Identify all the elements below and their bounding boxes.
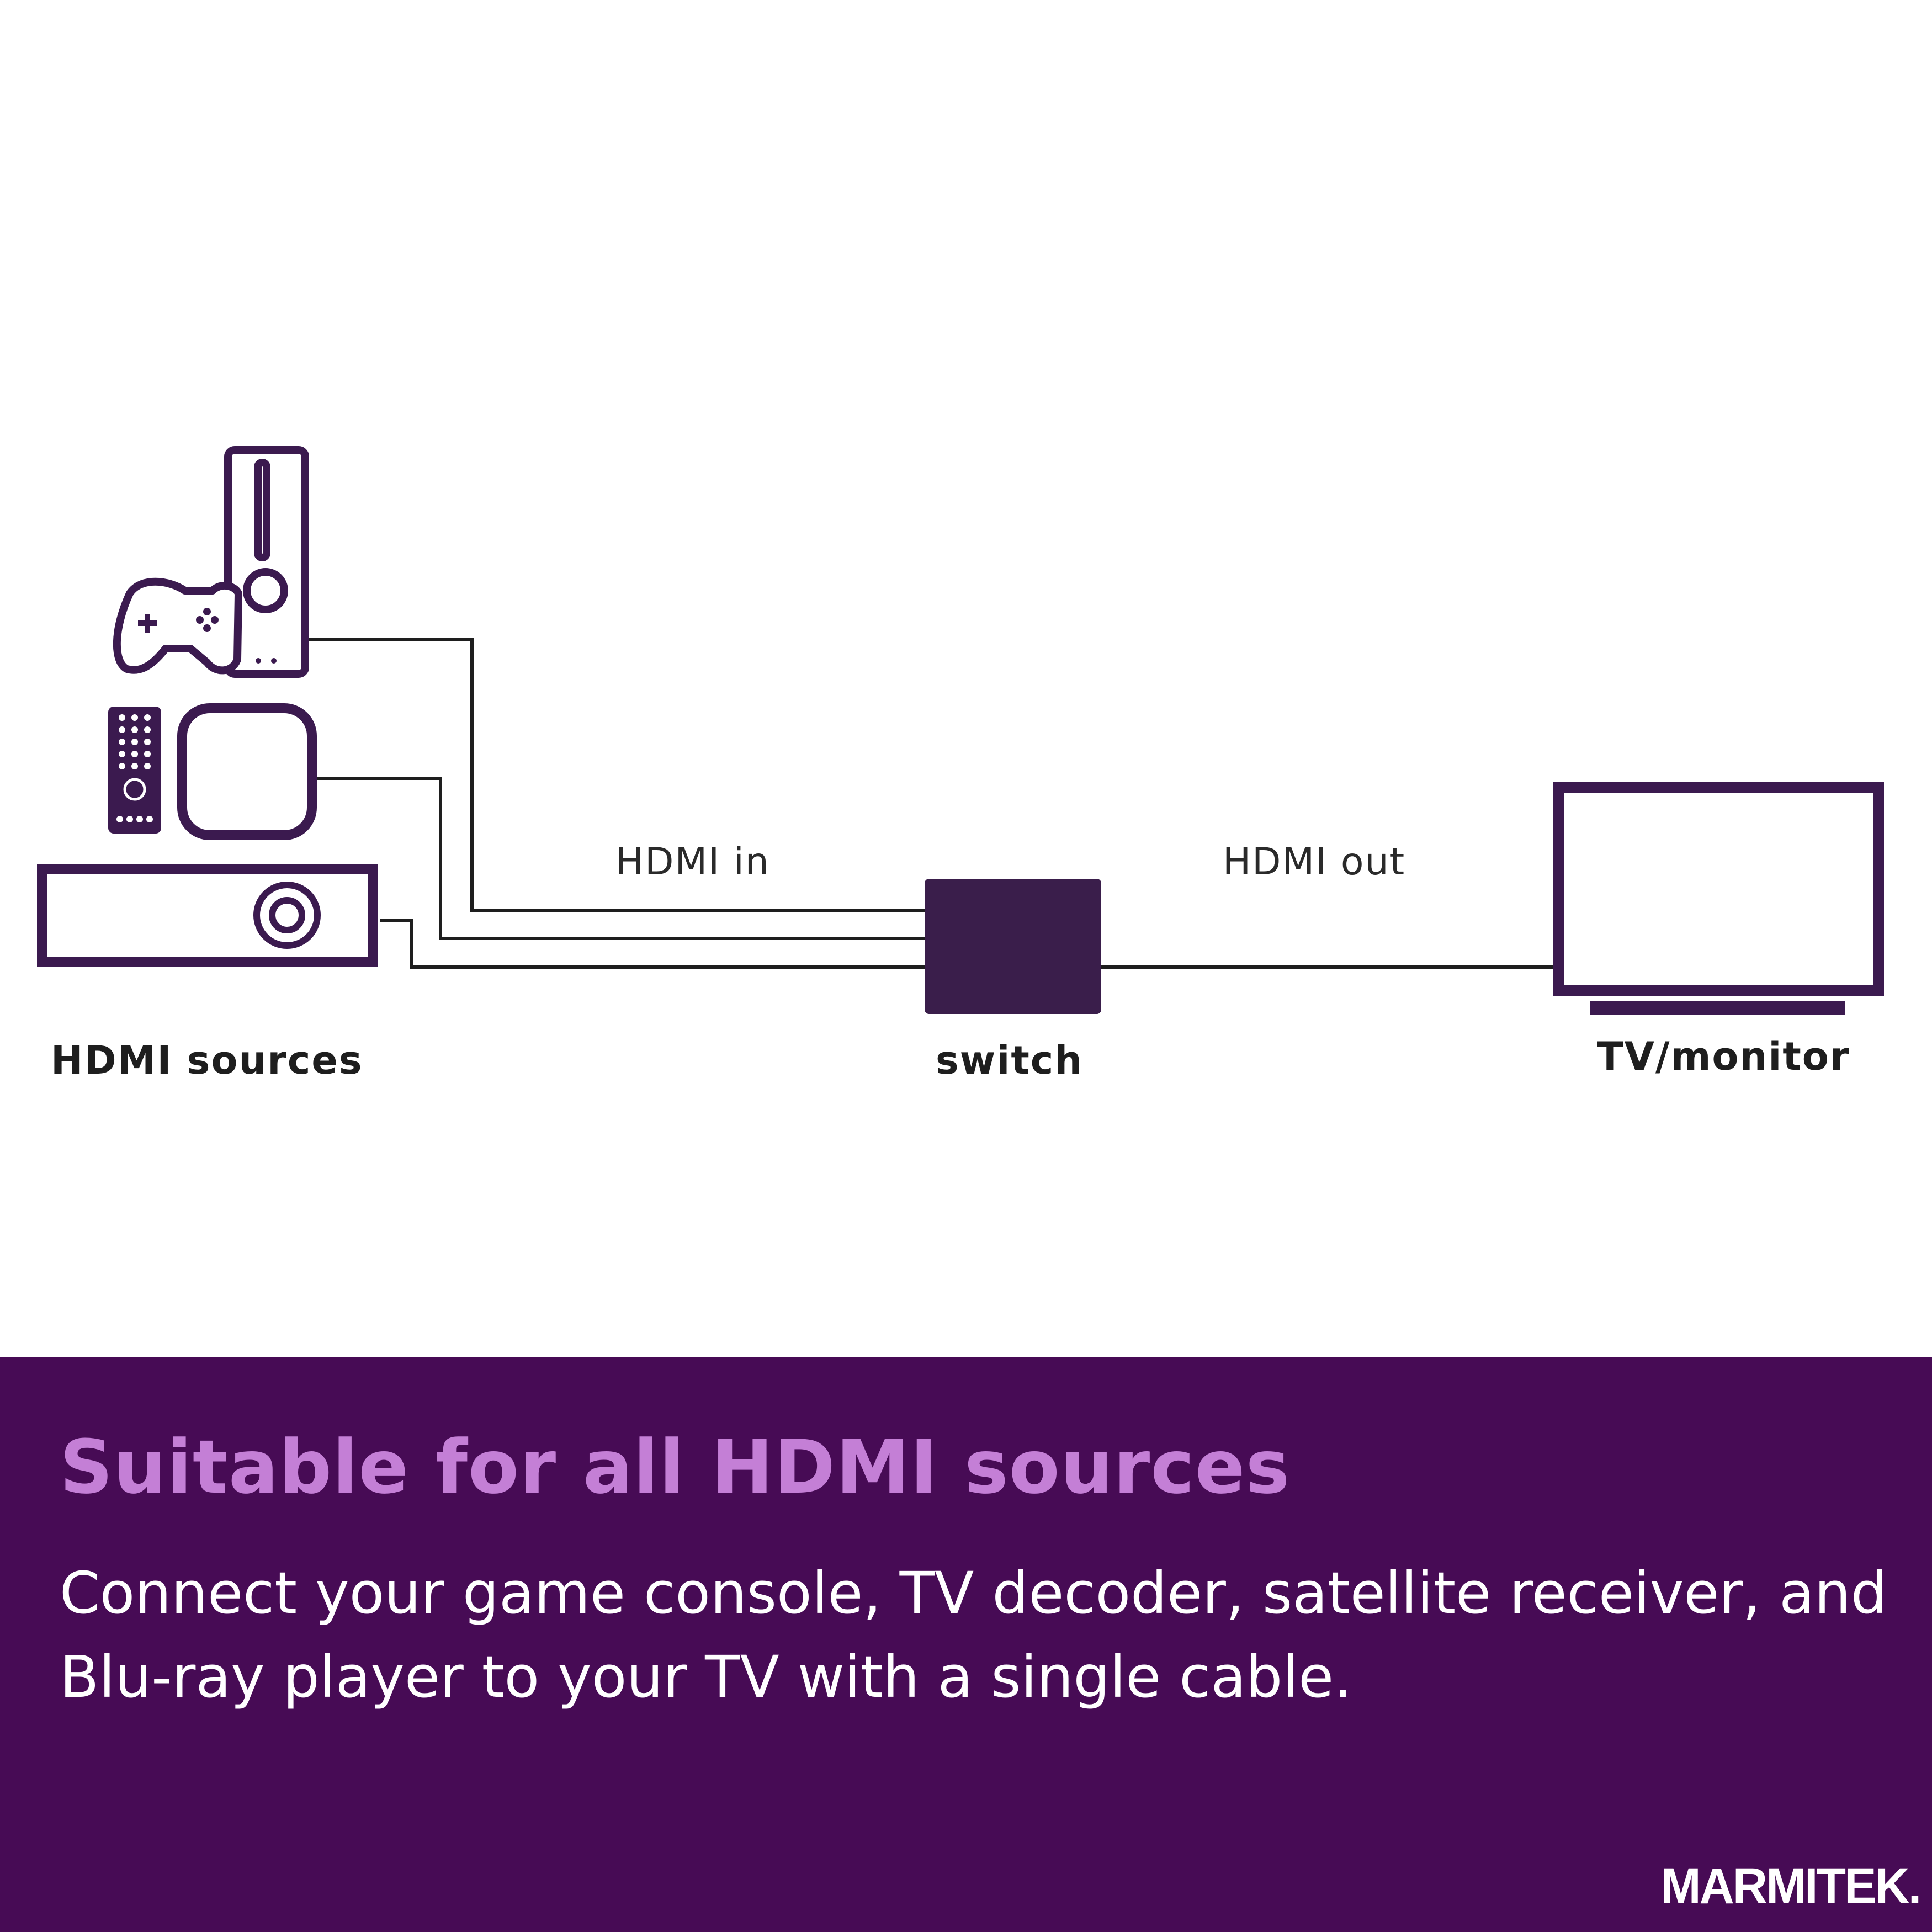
remote-key	[119, 714, 125, 721]
hdmi-in-label: HDMI in	[615, 840, 770, 884]
hdmi-out-label: HDMI out	[1223, 840, 1406, 884]
headline: Suitable for all HDMI sources	[60, 1424, 1291, 1510]
remote-key	[119, 739, 125, 745]
receiver-icon	[37, 864, 378, 967]
remote-key	[131, 763, 138, 769]
description-text: Connect your game console, TV decoder, s…	[60, 1559, 1887, 1711]
cable-receiver	[380, 919, 925, 969]
info-banner	[0, 1357, 1932, 1932]
switch-icon	[925, 879, 1101, 1014]
remote-key	[119, 751, 125, 757]
game-controller-icon	[113, 577, 242, 675]
remote-key	[131, 714, 138, 721]
game-console-icon	[224, 446, 309, 678]
remote-key	[119, 763, 125, 769]
diagram-canvas	[37, 446, 1884, 1015]
switch-label: switch	[936, 1038, 1084, 1083]
remote-control-icon	[108, 707, 161, 834]
remote-key	[144, 714, 151, 721]
remote-key	[144, 751, 151, 757]
remote-key	[144, 739, 151, 745]
hdmi-sources-label: HDMI sources	[51, 1038, 363, 1083]
remote-key	[131, 739, 138, 745]
brand-logo: MARMITEK.	[1660, 1858, 1921, 1914]
hdmi-in-cables	[304, 638, 925, 969]
cable-decoder	[317, 777, 925, 940]
remote-key	[131, 726, 138, 733]
remote-key	[144, 726, 151, 733]
remote-key	[119, 726, 125, 733]
connection-diagram: HDMI in HDMI out HDMI sources switch TV/…	[37, 446, 1884, 1083]
tv-icon	[1553, 782, 1884, 1015]
remote-key	[144, 763, 151, 769]
media-box-icon	[177, 703, 317, 840]
remote-key	[131, 751, 138, 757]
cable-console	[304, 638, 925, 912]
tv-monitor-label: TV/monitor	[1597, 1034, 1850, 1079]
